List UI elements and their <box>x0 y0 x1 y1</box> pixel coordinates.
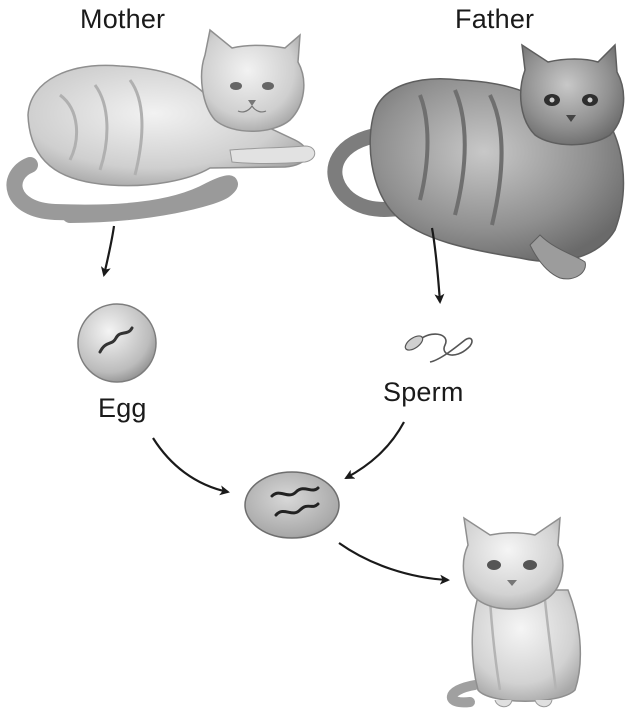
sperm-cell-illustration <box>403 333 472 362</box>
arrow-mother-to-egg <box>104 226 114 275</box>
arrow-sperm-to-zygote <box>346 422 404 478</box>
kitten-illustration <box>452 518 581 707</box>
fertilized-egg-illustration <box>245 472 339 538</box>
arrow-zygote-to-kitten <box>339 543 448 580</box>
mother-cat-illustration <box>14 30 314 215</box>
egg-cell-illustration <box>78 304 156 382</box>
father-cat-illustration <box>335 45 624 279</box>
arrow-egg-to-zygote <box>153 438 228 492</box>
